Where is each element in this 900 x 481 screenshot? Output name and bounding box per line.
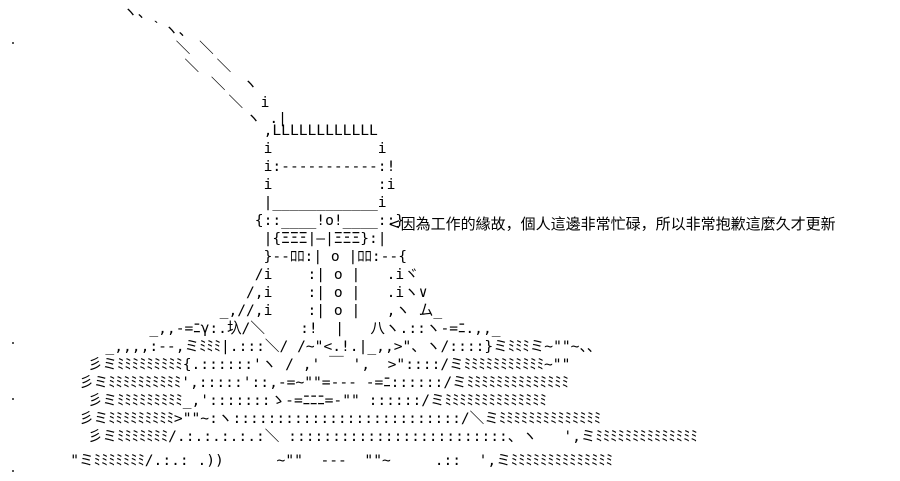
art-line: ＼ i: [0, 94, 270, 111]
art-line: ,LLLLLLLLLLLL: [0, 122, 378, 139]
art-line: 彡ミﾐﾐﾐﾐﾐﾐﾐﾐﾐ>""~:ヽ:::::::::::::::::::::::…: [0, 410, 602, 427]
art-line: }--ﾛﾛ:| o |ﾛﾛ:--{: [0, 248, 407, 265]
art-line: _,//,i :| o | ,ヽ ム_: [0, 302, 443, 319]
art-line: 彡ミﾐﾐﾐﾐﾐﾐﾐﾐﾐ_,':::::::ゝ-=ﾆﾆﾆ=-"" ::::::/ミ…: [0, 392, 547, 409]
art-line: i i: [0, 140, 387, 157]
art-line: ヽ .|: [0, 110, 287, 127]
margin-dot: [12, 42, 14, 44]
art-line: ヽ、: [0, 4, 153, 21]
art-line: i :i: [0, 176, 396, 193]
art-line: /,i :| o | .iヽ∨: [0, 284, 428, 301]
art-line: ＼ ヽ: [0, 76, 258, 93]
margin-dot: [12, 470, 14, 472]
art-line: "ミﾐﾐﾐﾐﾐﾐﾐ/.:.: .)) ~"" --- ""~ .:: ',ミﾐﾐ…: [0, 452, 613, 469]
margin-dot: [12, 342, 14, 344]
art-line: _,,-=ﾆγ:.圦/＼ :! | 八ヽ.::ヽ-=ﾆ.,,_: [0, 320, 501, 337]
art-line: |____________i: [0, 194, 387, 211]
art-line: ｀ヽ、: [0, 22, 194, 39]
art-line: 彡ミﾐﾐﾐﾐﾐﾐﾐﾐﾐﾐ',:::::'::,-=~""=--- -=ﾆ::::…: [0, 374, 569, 391]
art-line: {::____!o!____::}: [0, 212, 405, 229]
art-line: 彡ミﾐﾐﾐﾐﾐﾐﾐﾐﾐ{.::::::'ヽ / ,' ￣ ', >"::::/ミ…: [0, 356, 571, 373]
art-line: ＼ ＼: [0, 58, 232, 75]
art-line: /i :| o | .iヾ: [0, 266, 419, 283]
art-line: i:-----------:!: [0, 158, 396, 175]
art-line: ＼ ＼: [0, 40, 214, 57]
margin-dot: [12, 398, 14, 400]
speech-text: <因為工作的緣故，個人這邊非常忙碌，所以非常抱歉這麼久才更新: [388, 215, 836, 233]
art-line: |{ΞΞΞ|―|ΞΞΞ}:|: [0, 230, 387, 247]
art-line: 彡ミﾐﾐﾐﾐﾐﾐﾐ/.:.:.:.:.:＼ ::::::::::::::::::…: [0, 428, 698, 445]
art-line: _,,,,:--,ミﾐﾐﾐ|.:::＼/ /~"<.!.|_,,>"、ヽ/:::…: [0, 338, 602, 355]
